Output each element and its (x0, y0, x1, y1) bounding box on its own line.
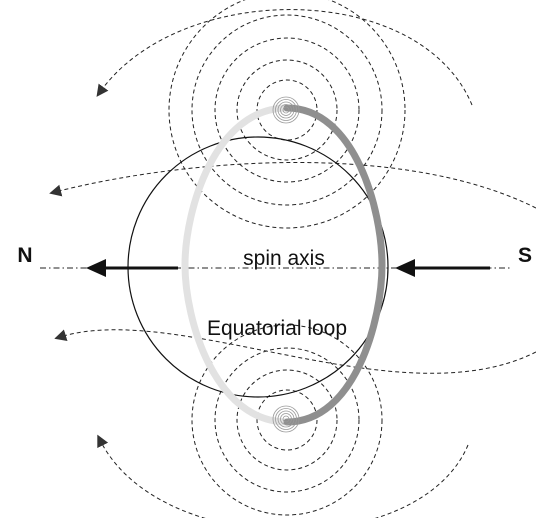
equatorial-loop-front (283, 104, 386, 426)
spin-axis-label: spin axis (243, 247, 325, 270)
pole-label-n: N (17, 244, 32, 267)
equatorial-loop-back (181, 104, 291, 426)
right-axis-arrow (395, 259, 490, 277)
lower-eddy-rings (272, 405, 300, 433)
lower-field-loops (191, 324, 383, 516)
field-line-lower-inner (54, 329, 536, 374)
upper-field-loops (168, 0, 406, 229)
equatorial-loop-label: Equatorial loop (207, 317, 347, 340)
field-line-upper-inner (49, 162, 536, 209)
upper-eddy-rings (272, 96, 300, 124)
left-axis-arrow (86, 259, 178, 277)
field-line-upper-outer (96, 9, 473, 106)
pole-label-s: S (518, 244, 532, 267)
outer-field-lines (49, 9, 536, 518)
field-line-lower-outer (97, 434, 469, 518)
